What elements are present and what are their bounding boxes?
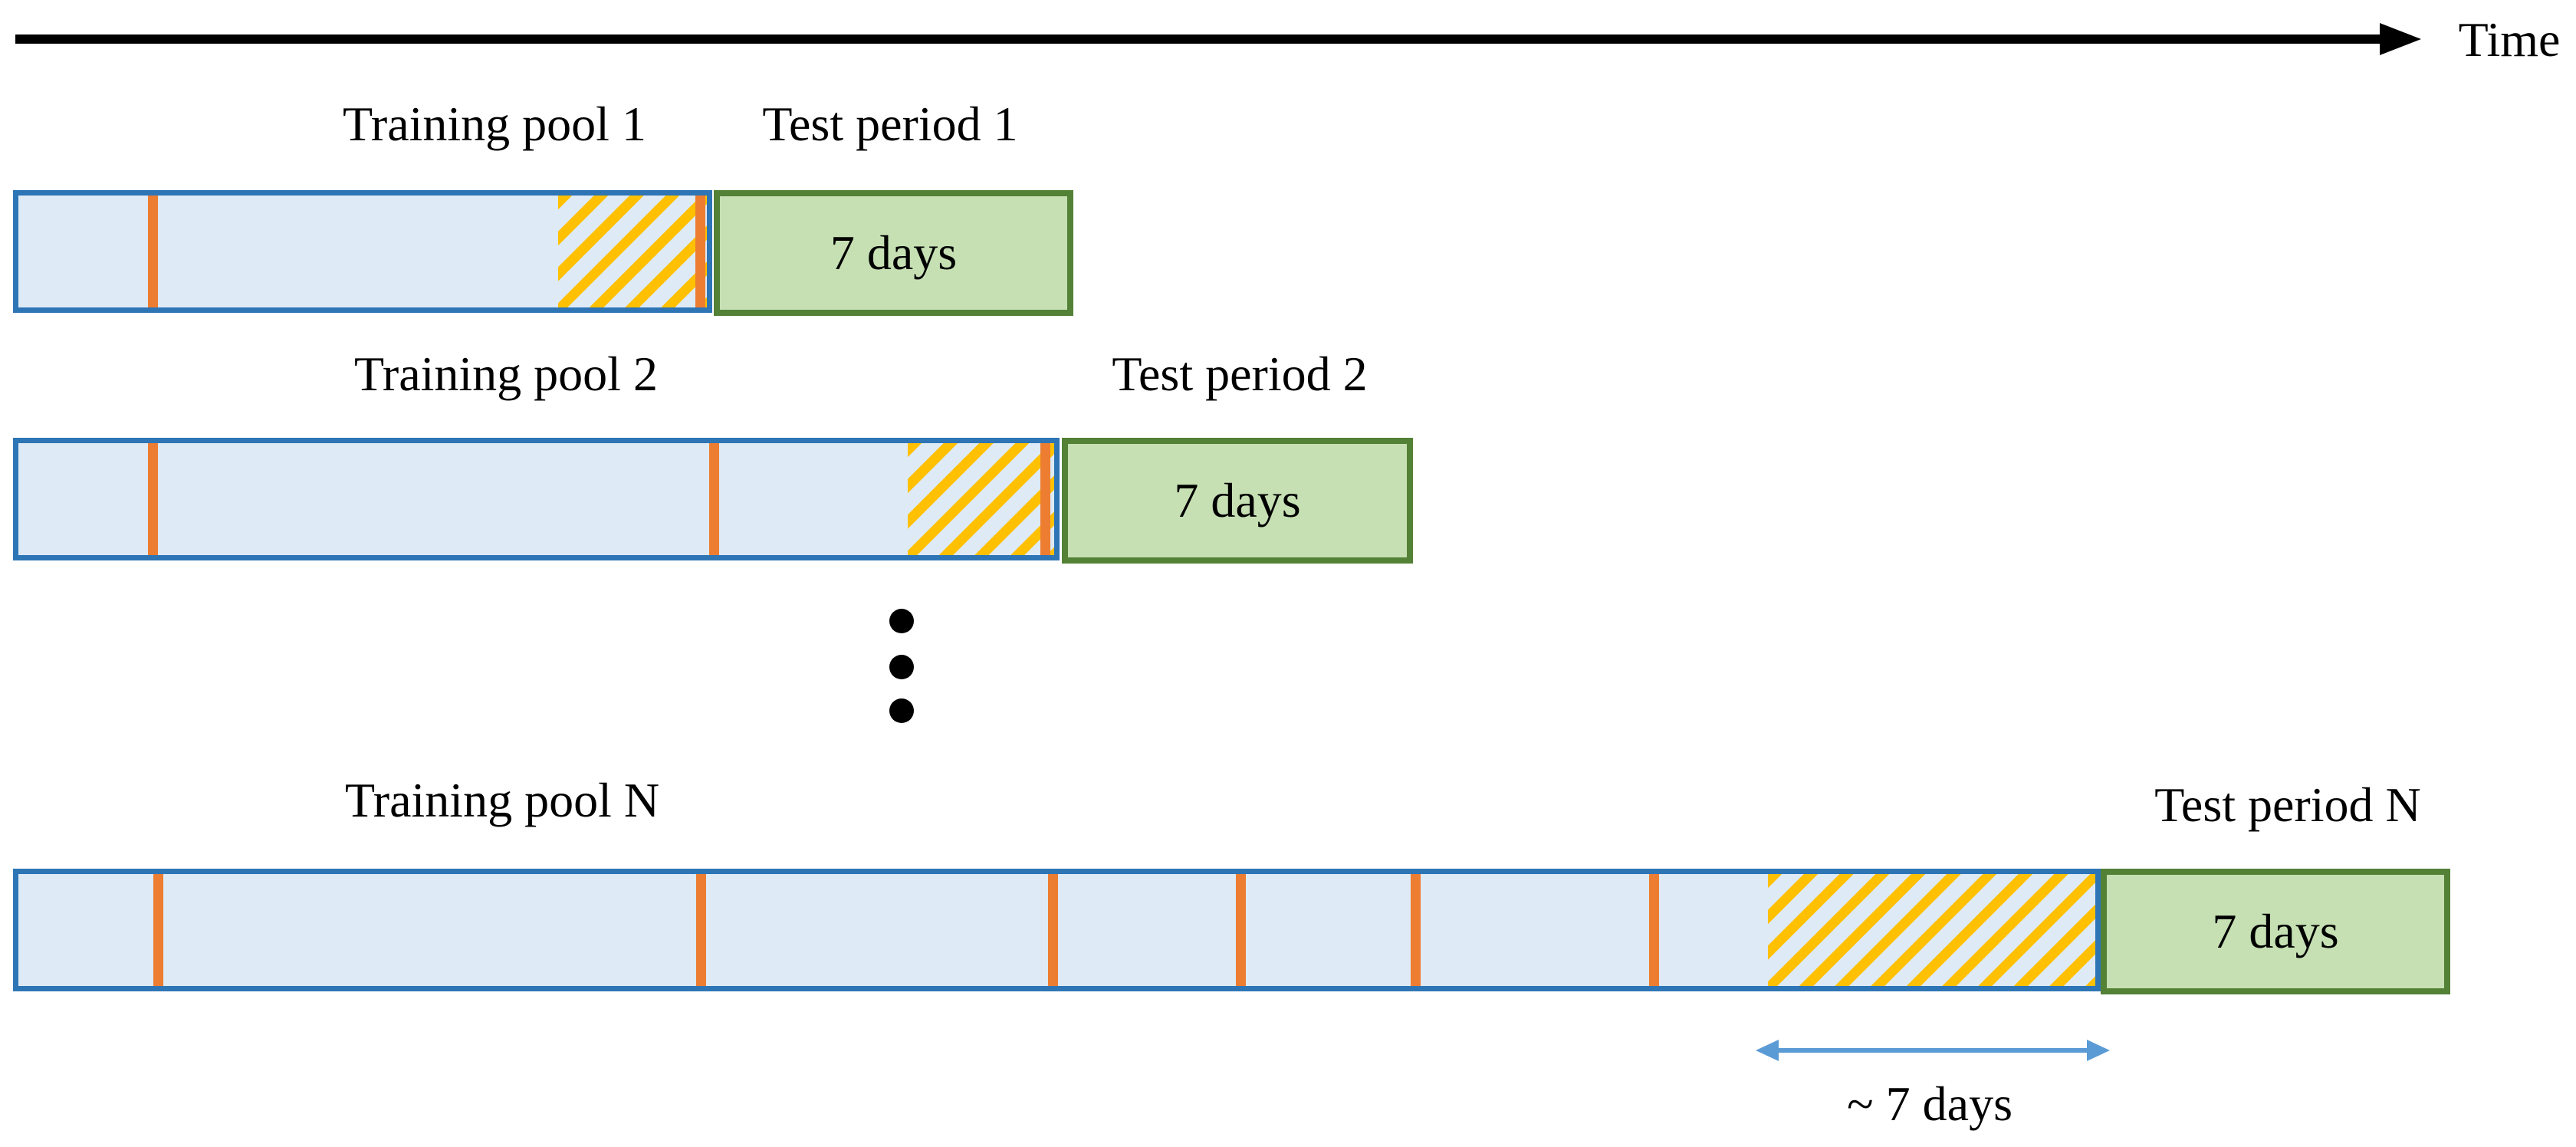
test-period-n-label: Test period N xyxy=(2154,777,2421,832)
period-boundary-tick xyxy=(1048,874,1058,986)
period-boundary-tick xyxy=(1411,874,1421,986)
range-arrow-line xyxy=(1776,1048,2090,1053)
approx-seven-days-annotation: ~ 7 days xyxy=(1847,1076,2013,1131)
test-start-marker-tick xyxy=(1040,443,1050,555)
training-pool-2-label: Training pool 2 xyxy=(354,347,658,401)
period-boundary-tick xyxy=(696,874,706,986)
period-boundary-tick xyxy=(1236,874,1246,986)
range-arrow-right-icon xyxy=(2087,1040,2110,1061)
training-pool-1-bar xyxy=(13,190,712,313)
recent-week-hatch-region xyxy=(1768,874,2095,986)
recent-week-hatch-region xyxy=(558,196,707,307)
test-start-marker-tick xyxy=(695,196,705,307)
period-boundary-tick xyxy=(148,443,158,555)
period-boundary-tick xyxy=(153,874,163,986)
test-period-2-duration: 7 days xyxy=(1174,473,1301,527)
range-arrow-left-icon xyxy=(1756,1040,1779,1061)
ellipsis-dot-icon xyxy=(889,698,914,723)
test-period-2-label: Test period 2 xyxy=(1112,347,1368,401)
period-boundary-tick xyxy=(709,443,719,555)
time-axis-line xyxy=(15,35,2381,44)
test-period-1-box: 7 days xyxy=(714,190,1073,316)
time-axis-arrowhead-icon xyxy=(2380,23,2421,55)
test-period-2-box: 7 days xyxy=(1062,438,1413,564)
ellipsis-dot-icon xyxy=(889,609,914,633)
training-pool-2-bar xyxy=(13,438,1060,560)
test-period-n-duration: 7 days xyxy=(2212,904,2339,958)
period-boundary-tick xyxy=(148,196,158,307)
time-axis-label: Time xyxy=(2458,12,2561,67)
ellipsis-dot-icon xyxy=(889,655,914,679)
training-pool-1-label: Training pool 1 xyxy=(343,97,646,151)
training-pool-n-label: Training pool N xyxy=(344,773,660,827)
period-boundary-tick xyxy=(1649,874,1659,986)
training-pool-n-bar xyxy=(13,869,2101,991)
test-period-1-label: Test period 1 xyxy=(762,97,1018,151)
recent-week-hatch-region xyxy=(908,443,1054,555)
test-period-n-box: 7 days xyxy=(2101,869,2450,994)
test-period-1-duration: 7 days xyxy=(830,225,958,280)
